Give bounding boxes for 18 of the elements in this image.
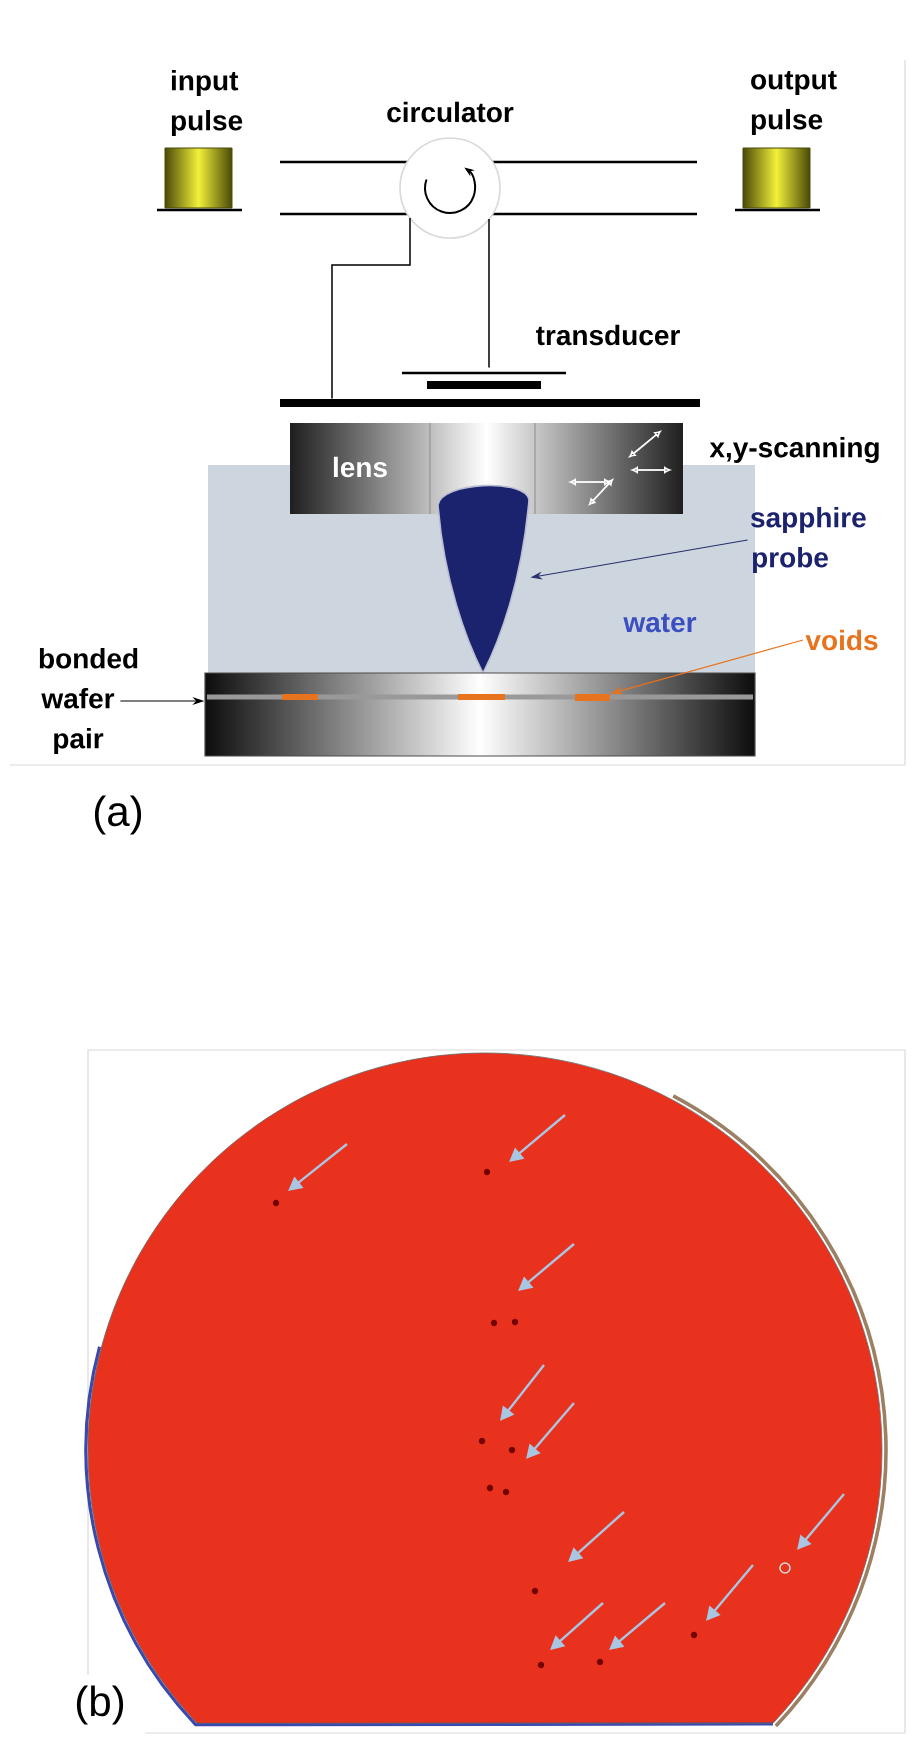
void-spot	[575, 694, 610, 701]
component-label: input pulse	[171, 69, 243, 137]
component-label: circulator	[387, 101, 514, 123]
panel-label: (a)	[94, 795, 142, 835]
probe-drawing	[437, 484, 530, 673]
component-label: output pulse	[751, 70, 837, 136]
electrode-plate	[280, 399, 700, 407]
motion-label: x,y-scanning	[709, 436, 879, 464]
component-label: lens	[333, 456, 387, 478]
callout-text: voids	[805, 629, 878, 651]
component-label: transducer	[536, 324, 680, 346]
component-label: water	[623, 613, 697, 633]
wafer-drawing	[204, 672, 756, 757]
callout-text: bonded wafer pair	[39, 647, 138, 755]
callout-text: sapphire probe	[750, 506, 866, 574]
wire	[488, 218, 490, 369]
wire	[331, 217, 411, 400]
panel-label: (b)	[76, 1685, 124, 1725]
